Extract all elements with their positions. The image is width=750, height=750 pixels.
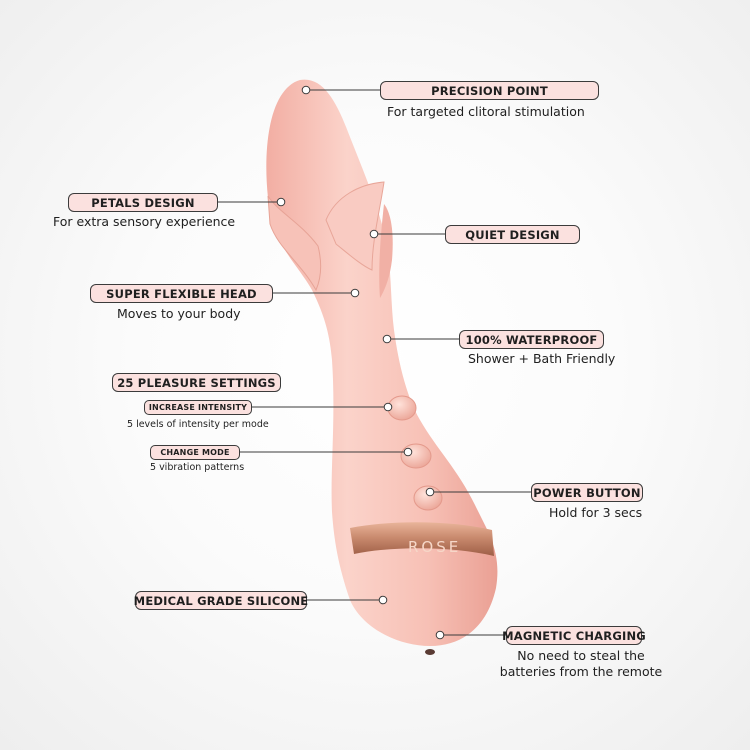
petal-left: [267, 195, 322, 292]
intensity-button: [387, 395, 417, 421]
pleasure-settings-label: 25 PLEASURE SETTINGS: [112, 373, 281, 392]
charging-contact: [425, 649, 435, 655]
flexible-head-label: SUPER FLEXIBLE HEAD: [90, 284, 273, 303]
precision-point-desc: For targeted clitoral stimulation: [387, 104, 585, 119]
petal-center: [325, 181, 385, 271]
magnetic-charging-desc-line2: batteries from the remote: [499, 664, 663, 679]
waterproof-desc: Shower + Bath Friendly: [468, 351, 616, 366]
power-button-desc: Hold for 3 secs: [549, 505, 643, 520]
petals-design-label: PETALS DESIGN: [68, 193, 218, 212]
increase-intensity-label: INCREASE INTENSITY: [144, 400, 252, 415]
magnetic-charging-label: MAGNETIC CHARGING: [502, 626, 646, 645]
device-body: [266, 79, 498, 646]
increase-intensity-desc: 5 levels of intensity per mode: [127, 419, 269, 430]
change-mode-desc: 5 vibration patterns: [150, 462, 245, 473]
flexible-head-desc: Moves to your body: [117, 306, 241, 321]
precision-point-label: PRECISION POINT: [380, 81, 599, 100]
brand-band: [350, 522, 494, 556]
waterproof-label: 100% WATERPROOF: [459, 330, 604, 349]
quiet-design-label: QUIET DESIGN: [445, 225, 580, 244]
power-button-shape: [413, 485, 443, 511]
petal-right: [379, 204, 393, 298]
medical-silicone-label: MEDICAL GRADE SILICONE: [134, 591, 308, 610]
magnetic-charging-desc: No need to steal the batteries from the …: [496, 648, 666, 680]
brand-band-text: ROSE: [408, 538, 461, 556]
mode-button: [400, 443, 432, 469]
petals-design-desc: For extra sensory experience: [53, 214, 236, 229]
magnetic-charging-desc-line1: No need to steal the: [517, 648, 645, 663]
power-button-label: POWER BUTTON: [531, 483, 643, 502]
change-mode-label: CHANGE MODE: [150, 445, 240, 460]
